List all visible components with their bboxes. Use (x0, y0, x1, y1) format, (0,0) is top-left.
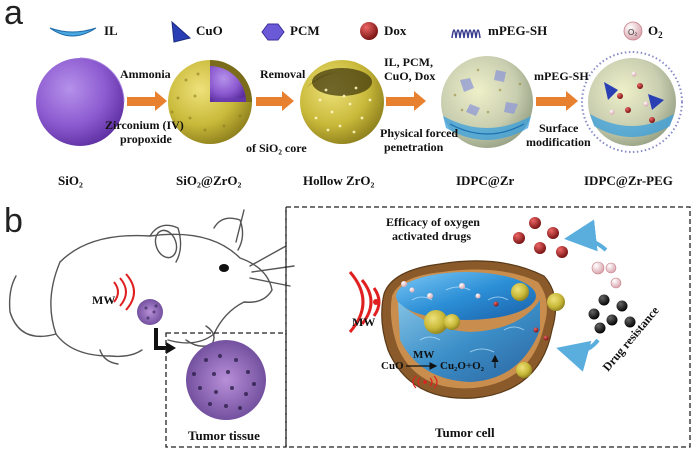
idpc-zr-peg-sphere (581, 51, 683, 153)
panel-label-a: a (4, 0, 23, 32)
step1-bottom-label-2: propoxide (120, 132, 172, 146)
tissue-cells (192, 354, 256, 410)
particle-names: SiO₂ SiO₂@ZrO₂ Hollow ZrO₂ IDPC@Zr IDPC@… (58, 173, 673, 188)
mw-label-mouse: MW (92, 293, 115, 307)
idpc-zr-sphere (441, 56, 533, 148)
step3-top-label-1: IL, PCM, (384, 55, 433, 69)
pcm-icon (261, 23, 285, 41)
cell-water-surface (396, 272, 536, 320)
cuo-icon (171, 20, 192, 43)
o2-molecules (591, 261, 622, 289)
particle-name-hollow-zro2: Hollow ZrO₂ (303, 173, 375, 188)
svg-text:O₂: O₂ (628, 28, 637, 37)
legend-item-dox: Dox (360, 22, 407, 40)
tumor-cell-label: Tumor cell (435, 425, 495, 440)
legend-label-il: IL (104, 23, 118, 38)
arrow-step-3 (386, 91, 426, 111)
arrow-step-4 (536, 91, 578, 111)
dox-icon (360, 22, 378, 40)
sio2-sphere (36, 57, 125, 146)
tumor-on-mouse (137, 299, 163, 325)
legend-label-mpeg: mPEG-SH (488, 23, 547, 38)
legend-label-dox: Dox (384, 23, 407, 38)
dox-particles-inside (609, 71, 655, 123)
reaction-mw-label: MW (413, 349, 434, 361)
dox-cluster (513, 217, 568, 258)
reaction-cuo-label: CuO (381, 360, 404, 372)
hollow-pores (314, 86, 372, 134)
cycle-arrow-top (564, 219, 608, 252)
step3-top-label-2: CuO, Dox (384, 69, 435, 83)
il-icon (49, 27, 97, 37)
nanoparticle-1 (424, 310, 448, 334)
step3-bottom-label-1: Physical forced (380, 126, 458, 140)
mpeg-sh-icon (451, 29, 481, 39)
drug-resistance-label: Drug resistance (600, 303, 663, 374)
legend-label-pcm: PCM (290, 23, 320, 38)
step4-bottom-label-1: Surface (539, 121, 579, 135)
legend-label-o2: O2 (648, 23, 663, 40)
efficacy-label-2: activated drugs (392, 229, 471, 243)
legend-item-mpeg: mPEG-SH (451, 23, 547, 39)
legend-item-cuo: CuO (171, 20, 223, 43)
step4-top-label: mPEG-SH (534, 69, 589, 83)
particle-name-sio2-zro2: SiO₂@ZrO₂ (176, 173, 241, 188)
mw-icon-small (412, 375, 438, 389)
legend-item-o2: O₂ O2 (623, 21, 663, 41)
tumor-tissue-label: Tumor tissue (188, 428, 260, 443)
reaction-product-label: Cu₂O+O₂ (440, 360, 485, 372)
arrow-step-2 (256, 91, 294, 111)
hollow-zro2-sphere (300, 60, 384, 144)
legend-item-il: IL (49, 23, 118, 38)
zoom-arrow (154, 328, 166, 350)
efficacy-label-1: Efficacy of oxygen (386, 215, 480, 229)
pcm-particles (460, 70, 518, 116)
step1-top-label: Ammonia (120, 67, 171, 81)
arrow-step-1 (127, 91, 167, 111)
resistant-drug-cluster (588, 294, 636, 334)
zro2-pores (170, 72, 242, 132)
step2-top-label: Removal (260, 67, 306, 81)
mw-label-cell: MW (352, 315, 375, 329)
particle-name-sio2: SiO₂ (58, 173, 83, 188)
legend: IL CuO PCM Dox mPEG-SH O₂ O2 (49, 20, 663, 43)
particle-name-idpc-zr: IDPC@Zr (456, 173, 515, 188)
particle-name-idpc-zr-peg: IDPC@Zr-PEG (584, 173, 673, 188)
legend-item-pcm: PCM (261, 23, 320, 41)
step1-bottom-label-1: Zirconium (IV) (105, 118, 184, 132)
cycle-arrow-bottom (556, 338, 600, 372)
tumor-cell (381, 260, 565, 399)
step2-bottom-label: of SiO₂ core (246, 141, 307, 155)
mw-wave-mouse (113, 273, 135, 311)
step3-bottom-label-2: penetration (384, 140, 444, 154)
step-labels: Ammonia Zirconium (IV) propoxide Removal… (105, 55, 591, 155)
panel-label-b: b (4, 202, 23, 240)
legend-label-cuo: CuO (196, 23, 223, 38)
step4-bottom-label-2: modification (526, 135, 591, 149)
mouse-drawing (8, 209, 295, 365)
mouse-eye (219, 264, 229, 272)
sio2-zro2-sphere (168, 60, 252, 144)
o2-icon (623, 21, 643, 41)
